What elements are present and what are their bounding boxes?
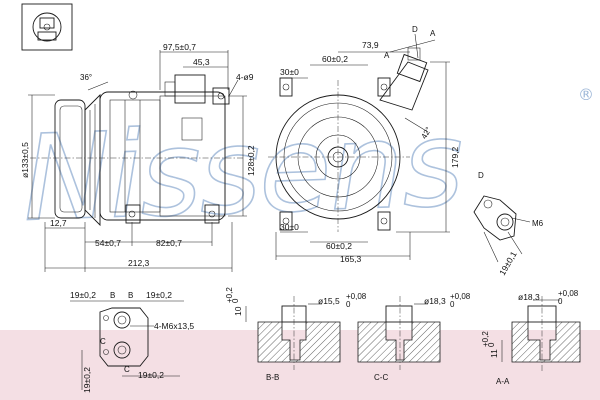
bb-depth: 10: [233, 306, 243, 316]
front-view: 73,9 60±0,2 30±0 D A A 42° 179,2 30±0 60…: [268, 25, 460, 264]
section-b-b: ø15,5 +0,08 0 10 +0,2 0 B-B: [225, 287, 367, 382]
bb-dia: ø15,5: [318, 296, 340, 306]
bl-top-left: 19±0,2: [70, 290, 96, 300]
aa-depth-tol-lower: 0: [487, 342, 496, 347]
dim-dia-133: ø133±0,5: [20, 142, 30, 178]
aa-tol-lower: 0: [558, 297, 563, 306]
dim-82: 82±0,7: [156, 238, 182, 248]
dim-212-3: 212,3: [128, 258, 150, 268]
dim-54: 54±0,7: [95, 238, 121, 248]
detail-d-thread: M6: [532, 219, 544, 228]
detail-d: D M6 19±0,1: [473, 171, 544, 277]
bl-c1: C: [100, 337, 106, 346]
dim-165-3: 165,3: [340, 254, 362, 264]
bl-bottom: 19±0,2: [138, 370, 164, 380]
bb-title: B-B: [266, 373, 279, 382]
detail-d-label: D: [478, 171, 484, 180]
dim-60-bot: 60±0,2: [326, 241, 352, 251]
dim-179-2: 179,2: [450, 146, 460, 168]
aa-depth: 11: [489, 349, 499, 358]
bl-vdim: 19±0,2: [82, 367, 92, 393]
bb-tol-upper: +0,08: [346, 292, 367, 301]
side-view: 36° 97,5±0,7 45,3 4-ø9 ø133±0,5 128±0,2 …: [20, 42, 256, 272]
bb-tol-lower: 0: [346, 300, 351, 309]
registered-mark: ®: [578, 85, 594, 104]
label-a-left: A: [384, 51, 390, 60]
dim-30-bot: 30±0: [280, 222, 299, 232]
label-a-top: A: [430, 29, 436, 38]
side-angle-label: 36°: [80, 73, 92, 82]
cc-tol-upper: +0,08: [450, 292, 471, 301]
section-c-c: ø18,3 +0,08 0 C-C: [357, 292, 471, 382]
bl-thread: 4-M6x13,5: [154, 321, 194, 331]
dim-60-top: 60±0,2: [322, 54, 348, 64]
bl-b1: B: [110, 291, 115, 300]
dim-128: 128±0,2: [246, 145, 256, 176]
dim-97-5: 97,5±0,7: [163, 42, 196, 52]
aa-title: A-A: [496, 377, 510, 386]
bottom-left-view: 19±0,2 B B 19±0,2 4-M6x13,5 C C 19±0,2 1…: [70, 290, 194, 393]
aa-dia: ø18,3: [518, 292, 540, 302]
dim-45-3: 45,3: [193, 57, 210, 67]
aa-depth-tol-upper: +0,2: [481, 331, 490, 347]
label-d: D: [412, 25, 418, 34]
cc-title: C-C: [374, 373, 388, 382]
dim-4-holes: 4-ø9: [236, 72, 254, 82]
bl-c2: C: [124, 365, 130, 374]
bb-depth-tol-lower: 0: [231, 298, 240, 303]
bl-b2: B: [128, 291, 133, 300]
brand-watermark: Nissens: [20, 94, 463, 247]
bb-depth-tol-upper: +0,2: [225, 287, 234, 303]
aa-tol-upper: +0,08: [558, 289, 579, 298]
cc-dia: ø18,3: [424, 296, 446, 306]
dim-73-9: 73,9: [362, 40, 379, 50]
dim-30-top: 30±0: [280, 67, 299, 77]
dim-12-7: 12,7: [50, 218, 67, 228]
section-a-a: ø18,3 +0,08 0 11 +0,2 0 A-A: [481, 289, 581, 386]
bl-top-right: 19±0,2: [146, 290, 172, 300]
detail-d-dim: 19±0,1: [497, 249, 519, 277]
cc-tol-lower: 0: [450, 300, 455, 309]
connector-inset: [21, 3, 73, 51]
